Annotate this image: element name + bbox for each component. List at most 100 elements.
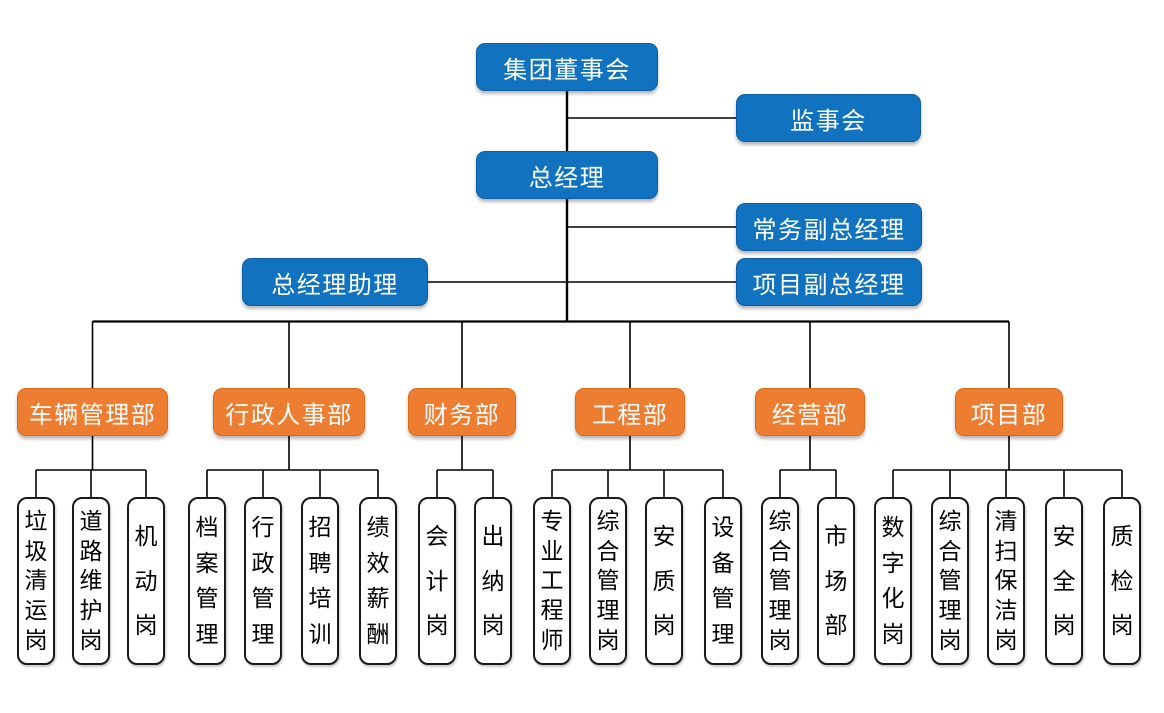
position-label-char: 理 bbox=[195, 621, 219, 648]
position-node-vehicle-management-1: 垃圾清运岗 bbox=[17, 497, 55, 665]
position-label-char: 岗 bbox=[768, 627, 792, 654]
position-label-char: 岗 bbox=[596, 627, 620, 654]
position-label-char: 道 bbox=[79, 507, 103, 534]
position-label-char: 综 bbox=[938, 507, 962, 534]
position-node-admin-hr-2: 行政管理 bbox=[244, 497, 282, 665]
position-label-char: 薪 bbox=[366, 585, 390, 612]
position-label-char: 档 bbox=[195, 513, 219, 540]
position-label-char: 案 bbox=[195, 549, 219, 576]
position-node-project-2: 综合管理岗 bbox=[931, 497, 969, 665]
position-label-char: 管 bbox=[711, 585, 735, 612]
position-label-char: 训 bbox=[308, 621, 332, 648]
position-label-char: 垃 bbox=[24, 507, 48, 534]
position-label-char: 清 bbox=[24, 567, 48, 594]
node-dept-finance: 财务部 bbox=[408, 388, 516, 436]
position-node-operations-1: 综合管理岗 bbox=[761, 497, 799, 665]
position-node-finance-2: 出纳岗 bbox=[474, 497, 512, 665]
position-label-char: 效 bbox=[366, 549, 390, 576]
position-label-char: 管 bbox=[596, 567, 620, 594]
node-dept-vehicle-management: 车辆管理部 bbox=[17, 388, 168, 436]
position-label-char: 质 bbox=[652, 567, 676, 594]
position-label-char: 合 bbox=[938, 537, 962, 564]
position-node-engineering-4: 设备管理 bbox=[704, 497, 742, 665]
position-label-char: 岗 bbox=[881, 621, 905, 648]
position-label-char: 清 bbox=[994, 507, 1018, 534]
position-label-char: 岗 bbox=[24, 627, 48, 654]
position-node-project-1: 数字化岗 bbox=[874, 497, 912, 665]
position-node-admin-hr-4: 绩效薪酬 bbox=[359, 497, 397, 665]
node-dept-project: 项目部 bbox=[955, 388, 1063, 436]
position-label-char: 培 bbox=[308, 585, 332, 612]
position-label-char: 部 bbox=[824, 612, 848, 639]
position-label-char: 岗 bbox=[994, 627, 1018, 654]
position-label-char: 综 bbox=[768, 507, 792, 534]
position-node-engineering-2: 综合管理岗 bbox=[589, 497, 627, 665]
position-label-char: 安 bbox=[1052, 522, 1076, 549]
node-gm-assistant: 总经理助理 bbox=[242, 258, 428, 306]
node-dept-engineering: 工程部 bbox=[575, 388, 685, 436]
position-label-char: 岗 bbox=[652, 612, 676, 639]
position-label-char: 数 bbox=[881, 513, 905, 540]
position-node-admin-hr-3: 招聘培训 bbox=[301, 497, 339, 665]
position-label-char: 理 bbox=[596, 597, 620, 624]
position-label-char: 全 bbox=[1052, 567, 1076, 594]
position-node-engineering-1: 专业工程师 bbox=[533, 497, 571, 665]
position-label-char: 绩 bbox=[366, 513, 390, 540]
position-label-char: 机 bbox=[134, 522, 158, 549]
position-node-finance-1: 会计岗 bbox=[418, 497, 456, 665]
position-label-char: 出 bbox=[481, 522, 505, 549]
position-label-char: 岗 bbox=[938, 627, 962, 654]
position-label-char: 计 bbox=[425, 567, 449, 594]
position-label-char: 工 bbox=[540, 567, 564, 594]
position-label-char: 岗 bbox=[1110, 612, 1134, 639]
position-node-operations-2: 市场部 bbox=[817, 497, 855, 665]
position-label-char: 理 bbox=[938, 597, 962, 624]
position-label-char: 市 bbox=[824, 522, 848, 549]
position-label-char: 质 bbox=[1110, 522, 1134, 549]
position-label-char: 管 bbox=[768, 567, 792, 594]
node-supervisory-board: 监事会 bbox=[736, 94, 921, 142]
position-label-char: 业 bbox=[540, 537, 564, 564]
position-label-char: 纳 bbox=[481, 567, 505, 594]
node-dept-operations: 经营部 bbox=[755, 388, 865, 436]
position-label-char: 路 bbox=[79, 537, 103, 564]
position-label-char: 扫 bbox=[994, 537, 1018, 564]
position-label-char: 管 bbox=[938, 567, 962, 594]
node-project-deputy-gm: 项目副总经理 bbox=[736, 258, 922, 306]
position-label-char: 安 bbox=[652, 522, 676, 549]
position-node-project-5: 质检岗 bbox=[1103, 497, 1141, 665]
position-label-char: 理 bbox=[768, 597, 792, 624]
position-label-char: 维 bbox=[79, 567, 103, 594]
node-board-of-directors: 集团董事会 bbox=[476, 43, 658, 91]
position-label-char: 聘 bbox=[308, 549, 332, 576]
position-label-char: 合 bbox=[768, 537, 792, 564]
position-label-char: 管 bbox=[251, 585, 275, 612]
position-label-char: 专 bbox=[540, 507, 564, 534]
position-label-char: 政 bbox=[251, 549, 275, 576]
position-label-char: 综 bbox=[596, 507, 620, 534]
position-node-project-4: 安全岗 bbox=[1045, 497, 1083, 665]
position-label-char: 招 bbox=[308, 513, 332, 540]
position-label-char: 场 bbox=[824, 567, 848, 594]
position-label-char: 动 bbox=[134, 567, 158, 594]
position-label-char: 字 bbox=[881, 549, 905, 576]
position-label-char: 师 bbox=[540, 627, 564, 654]
position-label-char: 岗 bbox=[134, 612, 158, 639]
position-label-char: 理 bbox=[251, 621, 275, 648]
position-label-char: 圾 bbox=[24, 537, 48, 564]
node-dept-admin-hr: 行政人事部 bbox=[213, 388, 365, 436]
position-label-char: 设 bbox=[711, 513, 735, 540]
position-label-char: 岗 bbox=[481, 612, 505, 639]
position-label-char: 备 bbox=[711, 549, 735, 576]
position-label-char: 行 bbox=[251, 513, 275, 540]
position-label-char: 洁 bbox=[994, 597, 1018, 624]
position-label-char: 程 bbox=[540, 597, 564, 624]
position-node-project-3: 清扫保洁岗 bbox=[987, 497, 1025, 665]
position-label-char: 岗 bbox=[79, 627, 103, 654]
position-label-char: 检 bbox=[1110, 567, 1134, 594]
position-label-char: 化 bbox=[881, 585, 905, 612]
node-general-manager: 总经理 bbox=[476, 151, 658, 199]
position-label-char: 岗 bbox=[425, 612, 449, 639]
position-label-char: 酬 bbox=[366, 621, 390, 648]
